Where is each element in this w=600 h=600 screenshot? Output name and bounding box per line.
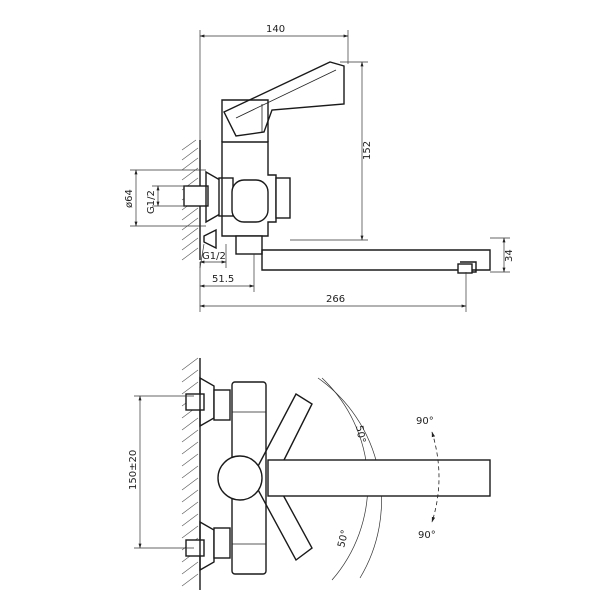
dimension-152: 152	[290, 61, 373, 241]
aerator-tip	[457, 263, 473, 274]
dimension-g12-bottom: G1/2	[199, 243, 227, 269]
side-view: 140 152 ø64 G1/2 G1/2	[124, 24, 515, 312]
dim-150-label: 150±20	[128, 450, 139, 490]
front-spout	[267, 459, 491, 497]
spout	[261, 249, 491, 271]
lower-flange	[199, 520, 215, 572]
dim-34-label: 34	[504, 249, 515, 262]
spout-swivel	[235, 235, 263, 255]
dimension-g12-left: G1/2	[146, 185, 186, 214]
dimension-150: 150±20	[128, 395, 194, 549]
angle-bottom-label: 50°	[336, 529, 351, 549]
dimension-51-5: 51.5	[199, 254, 255, 312]
cartridge-ring	[231, 179, 269, 223]
dimension-d64: ø64	[124, 169, 206, 227]
dim-152-label: 152	[362, 141, 373, 160]
thread-bottom-label: G1/2	[202, 251, 226, 262]
dimension-34: 34	[490, 237, 515, 273]
end-cap	[275, 177, 291, 219]
dim-266-label: 266	[326, 294, 345, 305]
inlet-pipe	[183, 185, 209, 207]
lever-up	[255, 393, 313, 477]
lever-handle	[223, 61, 345, 137]
cartridge-circle	[217, 455, 263, 501]
front-view: 150±20 50° 50° 90° 90°	[128, 357, 491, 590]
upper-inlet-pipe	[185, 393, 205, 411]
angle-top-label: 50°	[353, 425, 367, 444]
lower-nut	[213, 527, 231, 559]
dim-d64-label: ø64	[124, 189, 135, 208]
aerator-connector	[203, 228, 217, 250]
spout-rotation-arc	[431, 431, 440, 523]
dim-140-label: 140	[266, 24, 285, 35]
thread-left-label: G1/2	[146, 190, 157, 214]
dimension-266: 266	[199, 272, 467, 312]
spout-angle-bottom-label: 90°	[418, 530, 436, 541]
dim-51-5-label: 51.5	[212, 274, 234, 285]
connector-nut	[218, 177, 234, 217]
lever-down	[255, 481, 313, 562]
spout-angle-top-label: 90°	[416, 416, 434, 427]
dimension-140: 140	[199, 24, 349, 140]
upper-nut	[213, 389, 231, 421]
